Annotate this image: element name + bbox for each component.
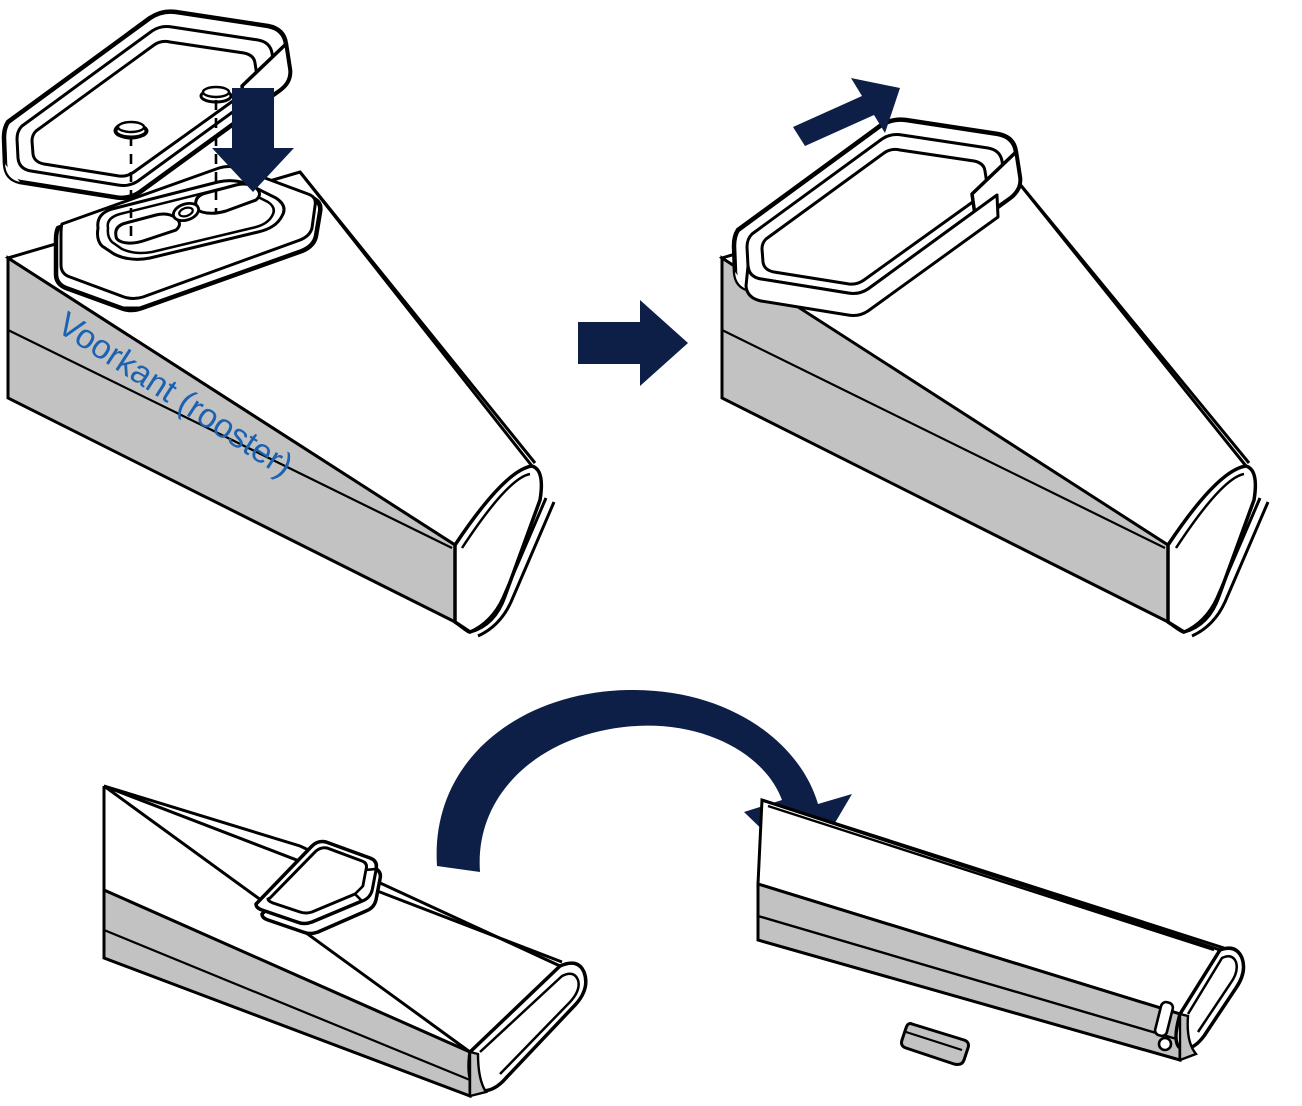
insert-down-arrow [212, 88, 294, 192]
wall-bracket-plate-seated [734, 120, 1020, 317]
step-progress-arrow [578, 300, 688, 386]
panel-step-1: Voorkant (rooster) [4, 12, 556, 638]
slide-arrow [793, 78, 900, 146]
panel-step-4 [756, 797, 1246, 1066]
alignment-dashed-lines [129, 100, 218, 240]
flip-rotation-arrow [436, 689, 852, 872]
socket-recess-plate [53, 165, 323, 313]
bracket-underside [900, 1022, 970, 1066]
bracket-mounted [254, 839, 383, 936]
wall-bracket-plate [4, 12, 290, 198]
soundbar-body-flipped [756, 797, 1246, 1066]
end-cap-connector-port [1153, 1000, 1175, 1052]
soundbar-body-step3 [102, 784, 588, 1099]
panel-step-3 [102, 784, 588, 1099]
bracket-pegs [113, 85, 233, 140]
panel-step-2 [718, 78, 1270, 638]
